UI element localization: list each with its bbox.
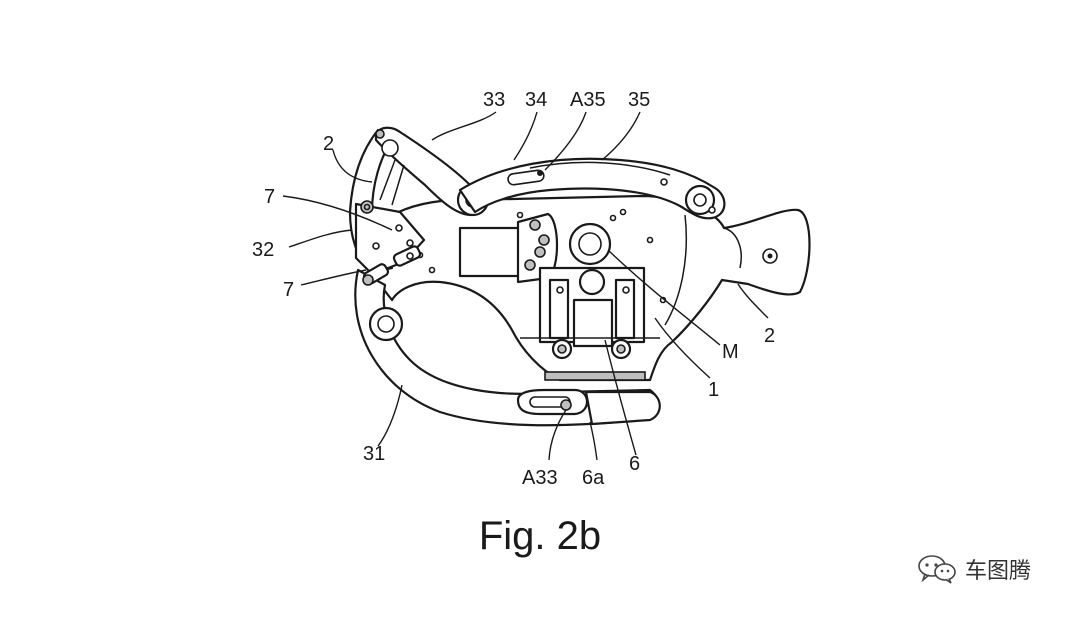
label-34: 34 bbox=[525, 89, 547, 111]
label-2-top: 2 bbox=[323, 133, 334, 155]
figure-caption: Fig. 2b bbox=[478, 514, 602, 558]
wechat-icon bbox=[918, 555, 956, 584]
label-33: 33 bbox=[483, 89, 505, 111]
reference-labels: 33 34 A35 35 2 7 32 7 2 M 1 31 A33 6a 6 bbox=[252, 89, 775, 489]
arc-segment-35 bbox=[458, 157, 726, 220]
motor-bracket bbox=[458, 212, 660, 360]
label-M: M bbox=[722, 341, 739, 363]
label-32: 32 bbox=[252, 239, 274, 261]
leader-lines bbox=[282, 111, 769, 461]
label-6: 6 bbox=[629, 453, 640, 475]
label-6a: 6a bbox=[582, 467, 605, 489]
label-A33: A33 bbox=[522, 467, 558, 489]
watermark-text: 车图腾 bbox=[965, 559, 1032, 584]
watermark: 车图腾 bbox=[917, 553, 1031, 585]
label-31: 31 bbox=[363, 443, 385, 465]
label-7-top: 7 bbox=[264, 186, 275, 208]
label-35: 35 bbox=[628, 89, 650, 111]
label-2-right: 2 bbox=[764, 325, 775, 347]
label-A35: A35 bbox=[570, 89, 606, 111]
label-1: 1 bbox=[708, 379, 719, 401]
label-7-bottom: 7 bbox=[283, 279, 294, 301]
